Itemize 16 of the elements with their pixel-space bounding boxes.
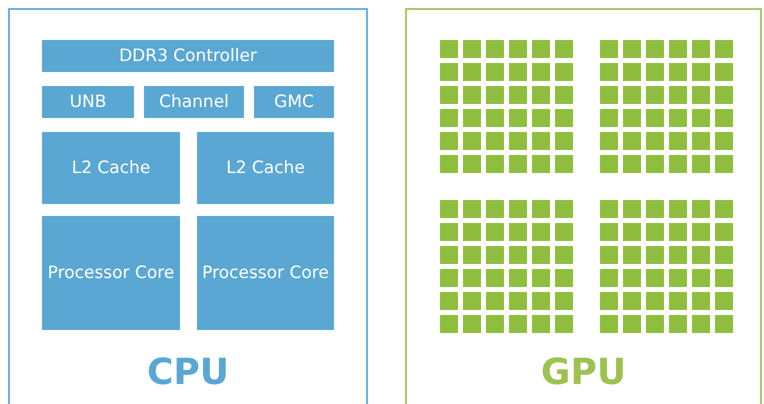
component-block: UNB	[42, 86, 134, 118]
component-block: Channel	[144, 86, 244, 118]
component-block: L2 Cache	[197, 132, 334, 204]
component-block: L2 Cache	[42, 132, 180, 204]
component-block: Processor Core	[197, 216, 334, 330]
component-block: DDR3 Controller	[42, 40, 334, 72]
panel-title: CPU	[146, 352, 230, 393]
core-grid-drawing	[600, 40, 734, 172]
panel	[8, 8, 368, 404]
component-block: Processor Core	[42, 216, 180, 330]
panel-title: GPU	[540, 352, 628, 393]
core-grid-drawing	[600, 200, 734, 332]
panel	[405, 8, 762, 404]
core-grid-drawing	[440, 200, 574, 332]
component-block: GMC	[254, 86, 334, 118]
core-grid-drawing	[440, 40, 574, 172]
